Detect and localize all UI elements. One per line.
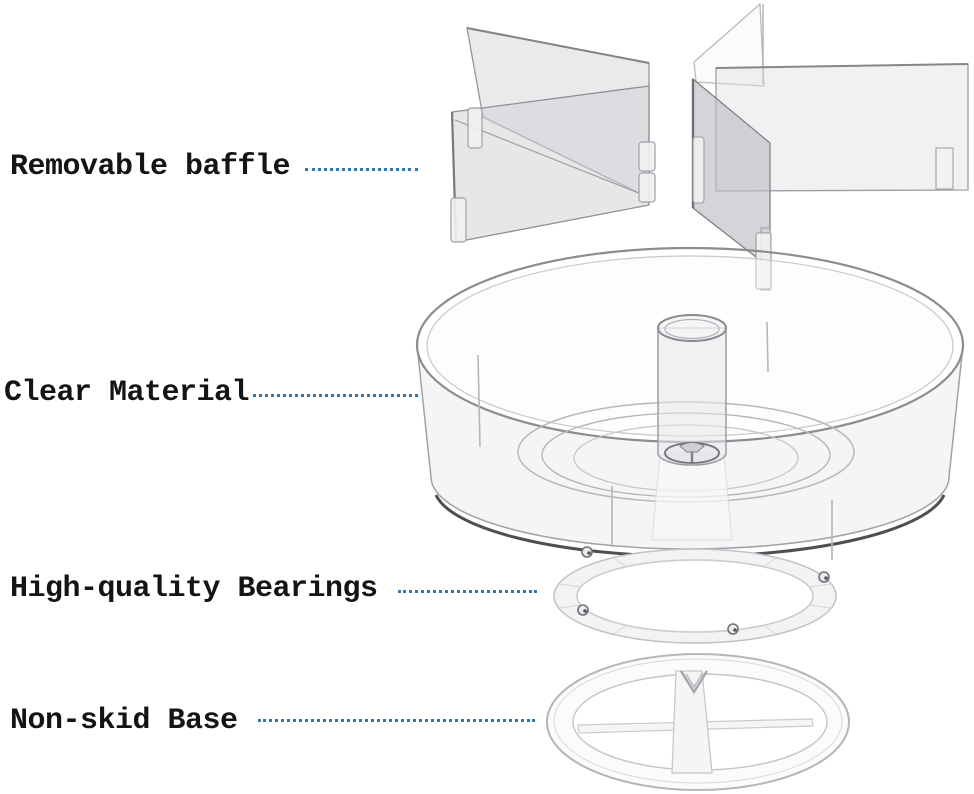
bearing-ring-icon: [553, 546, 837, 644]
non-skid-base-plate-icon: [546, 653, 850, 791]
callout-label-bearings: High-quality Bearings: [10, 572, 378, 606]
callout-label-removable-baffle: Removable baffle: [10, 150, 291, 184]
callout-label-non-skid-base: Non-skid Base: [10, 704, 238, 738]
removable-baffle-panels-icon: [450, 2, 969, 291]
bearing-balls-icon: [577, 546, 830, 635]
callout-label-clear-material: Clear Material: [4, 376, 250, 410]
leader-line-bearings: [398, 590, 537, 593]
clear-container-body-icon: [415, 246, 965, 560]
leader-line-clear-material: [253, 394, 418, 397]
leader-line-removable-baffle: [305, 168, 418, 171]
leader-line-non-skid-base: [258, 719, 535, 722]
